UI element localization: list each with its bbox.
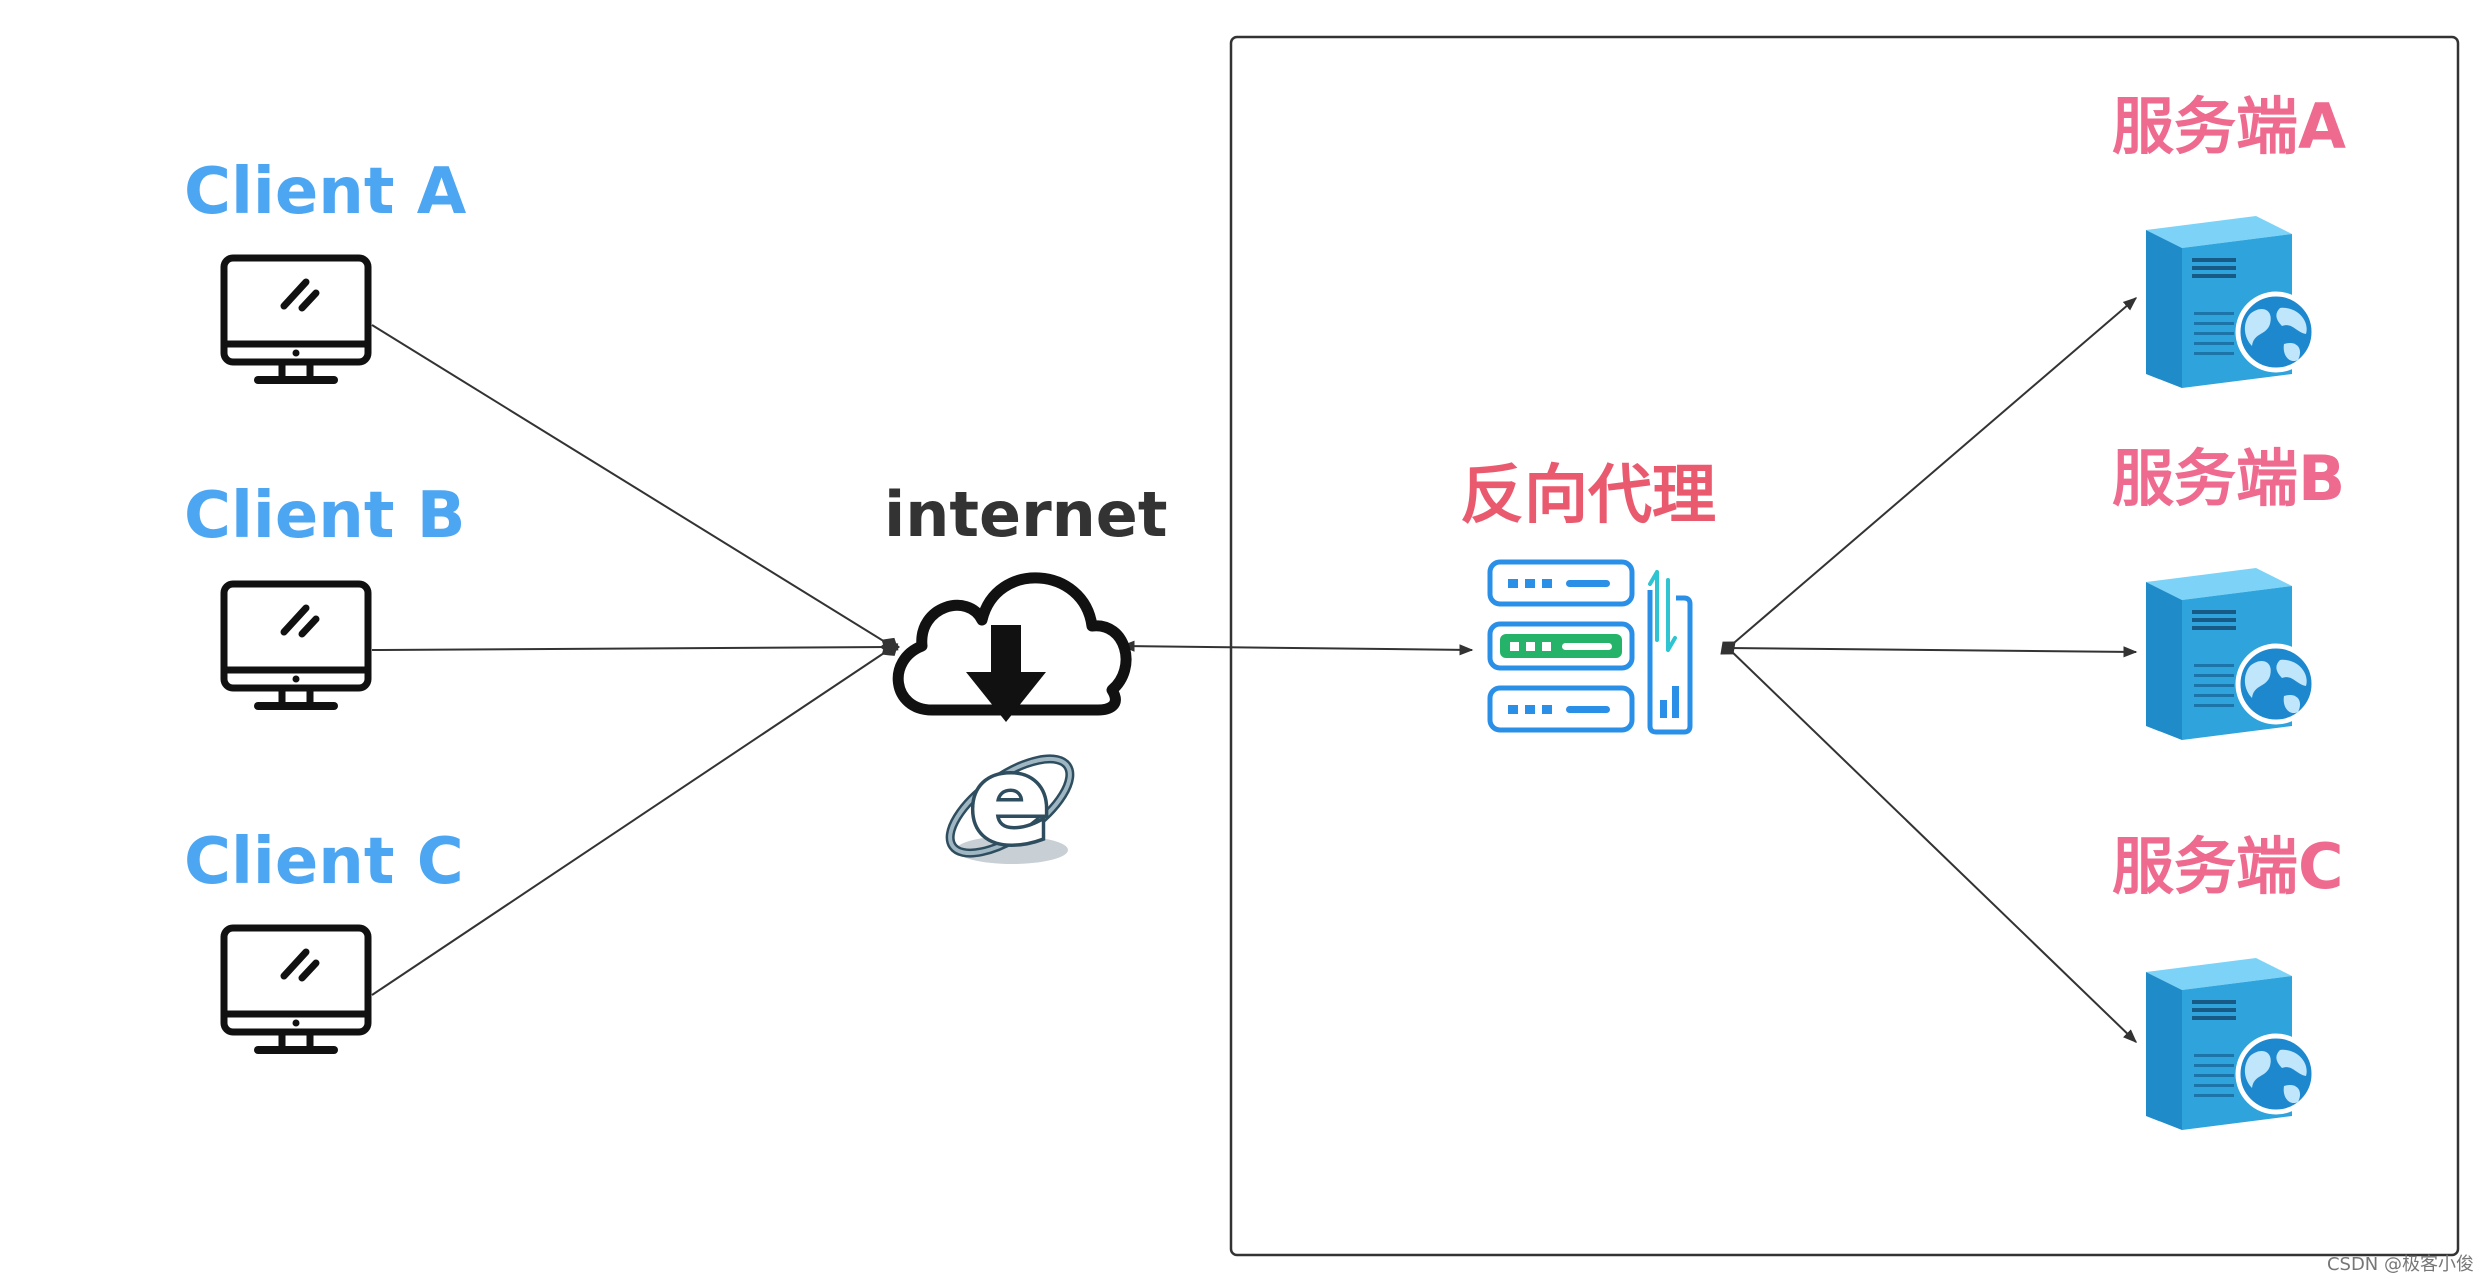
client-c-label: Client C xyxy=(184,825,464,899)
edge-client-b-internet xyxy=(371,638,900,656)
edge-internet-proxy xyxy=(1120,640,1474,656)
desktop-monitor-icon xyxy=(224,928,368,1050)
server-tower-icon xyxy=(2146,568,2314,740)
edge-proxy-server-a xyxy=(1720,297,2138,655)
proxy-server-icon xyxy=(1487,559,1693,735)
server-a-label: 服务端A xyxy=(2112,90,2346,163)
cloud-download-icon xyxy=(892,572,1132,722)
svg-text:e: e xyxy=(969,732,1050,871)
desktop-monitor-icon xyxy=(224,584,368,706)
server-b-label: 服务端B xyxy=(2112,442,2346,515)
connection-lines xyxy=(371,297,2138,1043)
edge-client-a-internet xyxy=(371,324,899,653)
watermark: CSDN @极客小俊 xyxy=(2326,1254,2474,1275)
client-a-label: Client A xyxy=(184,155,467,229)
desktop-monitor-icon xyxy=(224,258,368,380)
internet-label: internet xyxy=(884,478,1168,551)
server-tower-icon xyxy=(2146,958,2314,1130)
edge-client-c-internet xyxy=(371,642,899,996)
internet-explorer-icon: e xyxy=(945,729,1075,875)
server-c-label: 服务端C xyxy=(2112,830,2344,903)
edge-proxy-server-c xyxy=(1727,647,2138,1043)
client-b-label: Client B xyxy=(184,479,466,553)
proxy-label: 反向代理 xyxy=(1460,459,1716,533)
edge-proxy-server-b xyxy=(1727,646,2138,658)
server-tower-icon xyxy=(2146,216,2314,388)
